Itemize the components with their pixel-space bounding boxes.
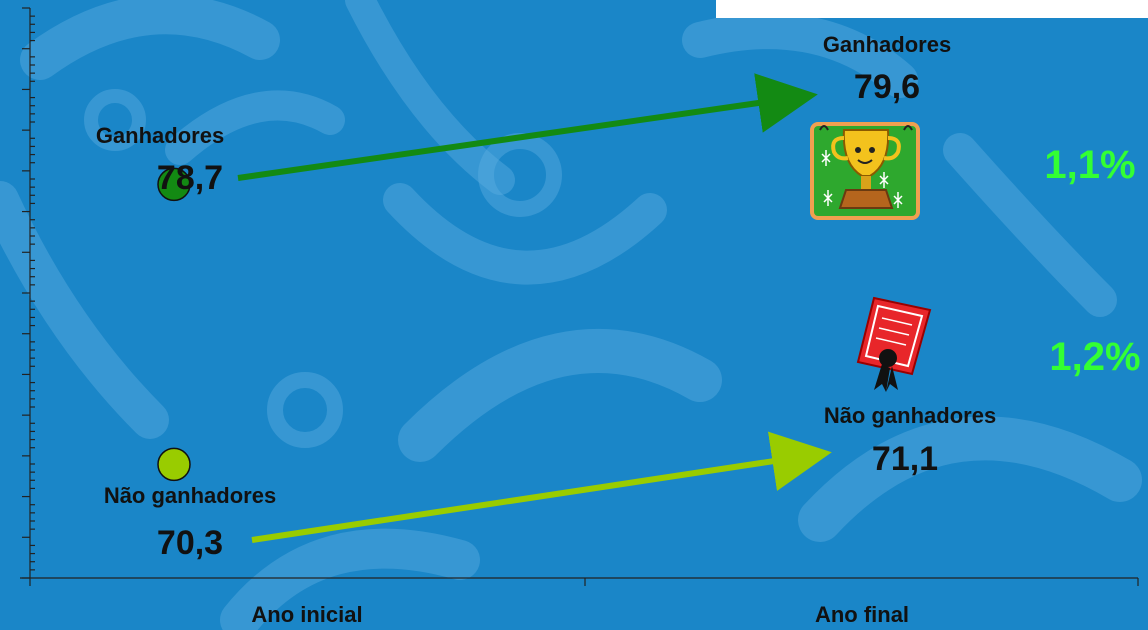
winners-initial-point (157, 167, 191, 202)
winners-initial-value: 78,7 (157, 159, 223, 197)
winners-final-value: 79,6 (854, 68, 920, 106)
winners-final-name: Ganhadores (823, 32, 951, 57)
non-winners-final-value: 71,1 (872, 440, 938, 478)
x-tick-label-final: Ano final (815, 602, 909, 627)
non-winners-change-label: 1,2% (1049, 335, 1140, 379)
x-tick-label-initial: Ano inicial (251, 602, 362, 627)
non-winners-trend-arrow (251, 431, 832, 543)
non-winners-initial-name: Não ganhadores (104, 483, 276, 508)
y-axis (22, 7, 35, 579)
certificate-icon (856, 296, 932, 392)
winners-trend-arrow (237, 73, 818, 181)
corner-panel (716, 0, 1148, 18)
winners-change-label: 1,1% (1044, 143, 1135, 187)
trophy-icon (810, 122, 920, 220)
winners-initial-name: Ganhadores (96, 123, 224, 148)
non-winners-initial-value: 70,3 (157, 524, 223, 562)
non-winners-final-name: Não ganhadores (824, 403, 996, 428)
x-axis (20, 577, 1139, 586)
non-winners-initial-point (157, 447, 191, 482)
